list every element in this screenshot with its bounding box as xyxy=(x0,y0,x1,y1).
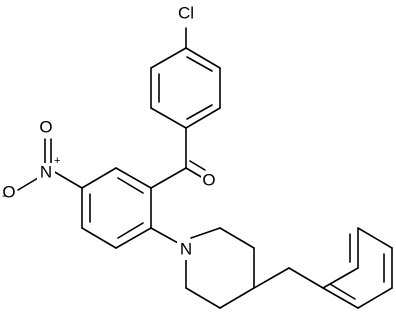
bond-nitrophenyl-double-1 xyxy=(117,177,144,194)
bond-piperidine-benzyl xyxy=(253,267,290,289)
bond-chlorophenyl-6 xyxy=(150,47,187,69)
bond-chlorophenyl-4 xyxy=(150,107,187,129)
bond-chlorophenyl-1 xyxy=(185,47,221,69)
nitro-top-oxygen-atom: O xyxy=(39,117,52,136)
bond-nitrophenyl-piperidine-nitrogen xyxy=(150,227,179,244)
bond-piperidine-2 xyxy=(219,227,255,249)
bond-benzyl-phenyl xyxy=(288,267,324,289)
bond-carbonyl-nitrophenyl xyxy=(150,167,187,189)
bond-nitrophenyl-double-3 xyxy=(117,222,144,239)
bond-nitro-nitrogen-left-oxygen xyxy=(17,177,39,191)
bond-nitrophenyl-1 xyxy=(115,167,152,189)
chlorine-atom: Cl xyxy=(178,3,194,22)
bond-piperidine-5 xyxy=(185,287,221,309)
nitro-left-oxygen-atom: O xyxy=(2,182,15,201)
carbonyl-oxygen-atom: O xyxy=(202,170,215,189)
bond-chlorophenyl-3 xyxy=(185,107,221,129)
bond-phenyl-1 xyxy=(322,267,359,289)
bond-piperidine-1 xyxy=(190,227,221,239)
atom-labels: Cl O N + O O - N xyxy=(1,3,217,260)
bond-nitrophenyl-5 xyxy=(115,227,152,249)
bond-phenyl-3 xyxy=(357,227,393,249)
nitro-nitrogen-positive-charge: + xyxy=(54,155,60,167)
bond-phenyl-6 xyxy=(322,287,359,309)
bond-phenyl-5 xyxy=(357,287,393,309)
bond-piperidine-4 xyxy=(219,287,255,309)
nitro-left-oxygen-negative-charge: - xyxy=(2,190,6,202)
piperidine-nitrogen-atom: N xyxy=(180,239,192,258)
bond-layer xyxy=(17,27,393,309)
bond-chlorophenyl-double-1 xyxy=(186,56,213,72)
bond-phenyl-double-3 xyxy=(329,283,356,300)
bond-carbonyl-oxygen-double xyxy=(189,160,206,171)
bond-nitrophenyl-2 xyxy=(81,167,117,189)
bond-nitrophenyl-4 xyxy=(81,227,117,249)
bond-chlorophenyl-double-2 xyxy=(186,104,213,120)
bond-carbonyl-oxygen xyxy=(185,167,204,179)
nitro-nitrogen-atom: N xyxy=(40,162,52,181)
bond-ring-nitro-nitrogen xyxy=(52,170,83,189)
